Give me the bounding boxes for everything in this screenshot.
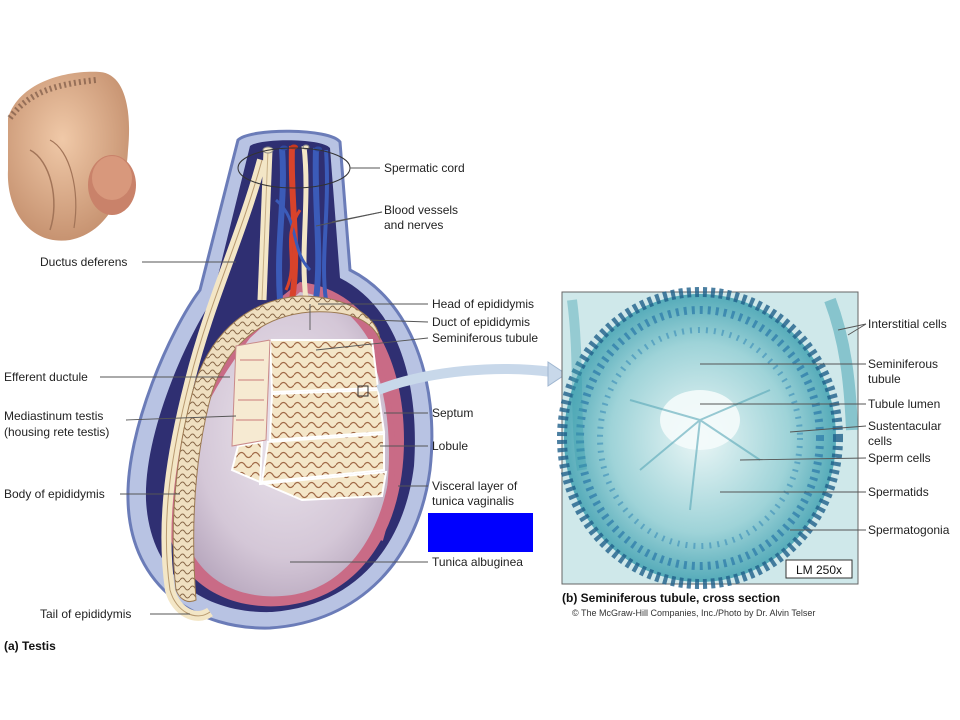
label-ductus-deferens: Ductus deferens	[40, 255, 127, 269]
label-spermatogonia: Spermatogonia	[868, 523, 950, 537]
redaction-box	[428, 513, 533, 552]
label-tubule: tubule	[868, 372, 901, 386]
label-spermatids: Spermatids	[868, 485, 929, 499]
caption-testis: (a) Testis	[4, 639, 56, 653]
label-lobule: Lobule	[432, 439, 468, 453]
label-tubule-lumen: Tubule lumen	[868, 397, 940, 411]
label-seminiferous-tubule: Seminiferous tubule	[432, 331, 538, 345]
label-efferent-ductule: Efferent ductule	[4, 370, 88, 384]
caption-seminiferous-tubule: (b) Seminiferous tubule, cross section	[562, 591, 780, 605]
label-and-nerves: and nerves	[384, 218, 443, 232]
testis-illustration	[126, 129, 434, 630]
label-visceral-layer: Visceral layer of	[432, 479, 518, 493]
magnify-arrow	[376, 364, 553, 395]
label-tail-of-epididymis: Tail of epididymis	[40, 607, 131, 621]
label-interstitial-cells: Interstitial cells	[868, 317, 947, 331]
magnification-label: LM 250x	[796, 563, 842, 577]
label-duct-of-epididymis: Duct of epididymis	[432, 315, 530, 329]
photo-credit: © The McGraw-Hill Companies, Inc./Photo …	[572, 608, 815, 618]
label-seminiferous: Seminiferous	[868, 357, 938, 371]
label-tunica-vaginalis: tunica vaginalis	[432, 494, 514, 508]
label-tunica-albuginea: Tunica albuginea	[432, 555, 523, 569]
label-body-of-epididymis: Body of epididymis	[4, 487, 105, 501]
external-anatomy-inset	[7, 71, 136, 241]
label-head-of-epididymis: Head of epididymis	[432, 297, 534, 311]
label-mediastinum-rete: (housing rete testis)	[4, 425, 109, 439]
label-sustentacular-cells: cells	[868, 434, 892, 448]
label-sustentacular: Sustentacular	[868, 419, 941, 433]
label-septum: Septum	[432, 406, 473, 420]
label-spermatic-cord: Spermatic cord	[384, 161, 465, 175]
histology-micrograph: LM 250x	[557, 287, 859, 589]
label-blood-vessels: Blood vessels	[384, 203, 458, 217]
lobules	[230, 339, 388, 502]
label-sperm-cells: Sperm cells	[868, 451, 931, 465]
label-mediastinum-testis: Mediastinum testis	[4, 409, 103, 423]
